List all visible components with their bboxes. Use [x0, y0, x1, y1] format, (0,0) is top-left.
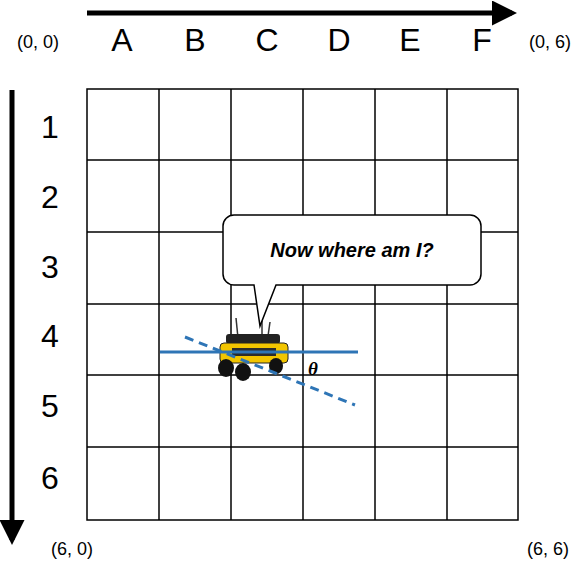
heading-line	[185, 337, 355, 405]
angle-symbol: θ	[308, 359, 318, 378]
row-number: 6	[41, 462, 59, 494]
column-letter: D	[327, 24, 350, 56]
reference-line	[160, 351, 358, 354]
row-axis-arrow	[10, 90, 15, 540]
row-number: 5	[41, 390, 59, 422]
corner-coordinate: (0, 0)	[17, 33, 59, 51]
grid	[87, 89, 518, 520]
column-axis-arrow	[87, 11, 512, 16]
column-letter: A	[111, 24, 132, 56]
column-letter: B	[184, 24, 205, 56]
column-letter: C	[255, 24, 278, 56]
column-letter: F	[472, 24, 492, 56]
row-number: 4	[41, 320, 59, 352]
speech-bubble: Now where am I?	[222, 214, 482, 286]
row-number: 3	[41, 251, 59, 283]
robot-icon	[218, 318, 288, 381]
corner-coordinate: (6, 6)	[527, 540, 569, 558]
corner-coordinate: (0, 6)	[529, 33, 571, 51]
column-letter: E	[399, 24, 420, 56]
row-number: 1	[41, 111, 59, 143]
bubble-shape	[223, 215, 481, 326]
row-number: 2	[41, 181, 59, 213]
speech-text: Now where am I?	[270, 239, 433, 262]
corner-coordinate: (6, 0)	[51, 540, 93, 558]
